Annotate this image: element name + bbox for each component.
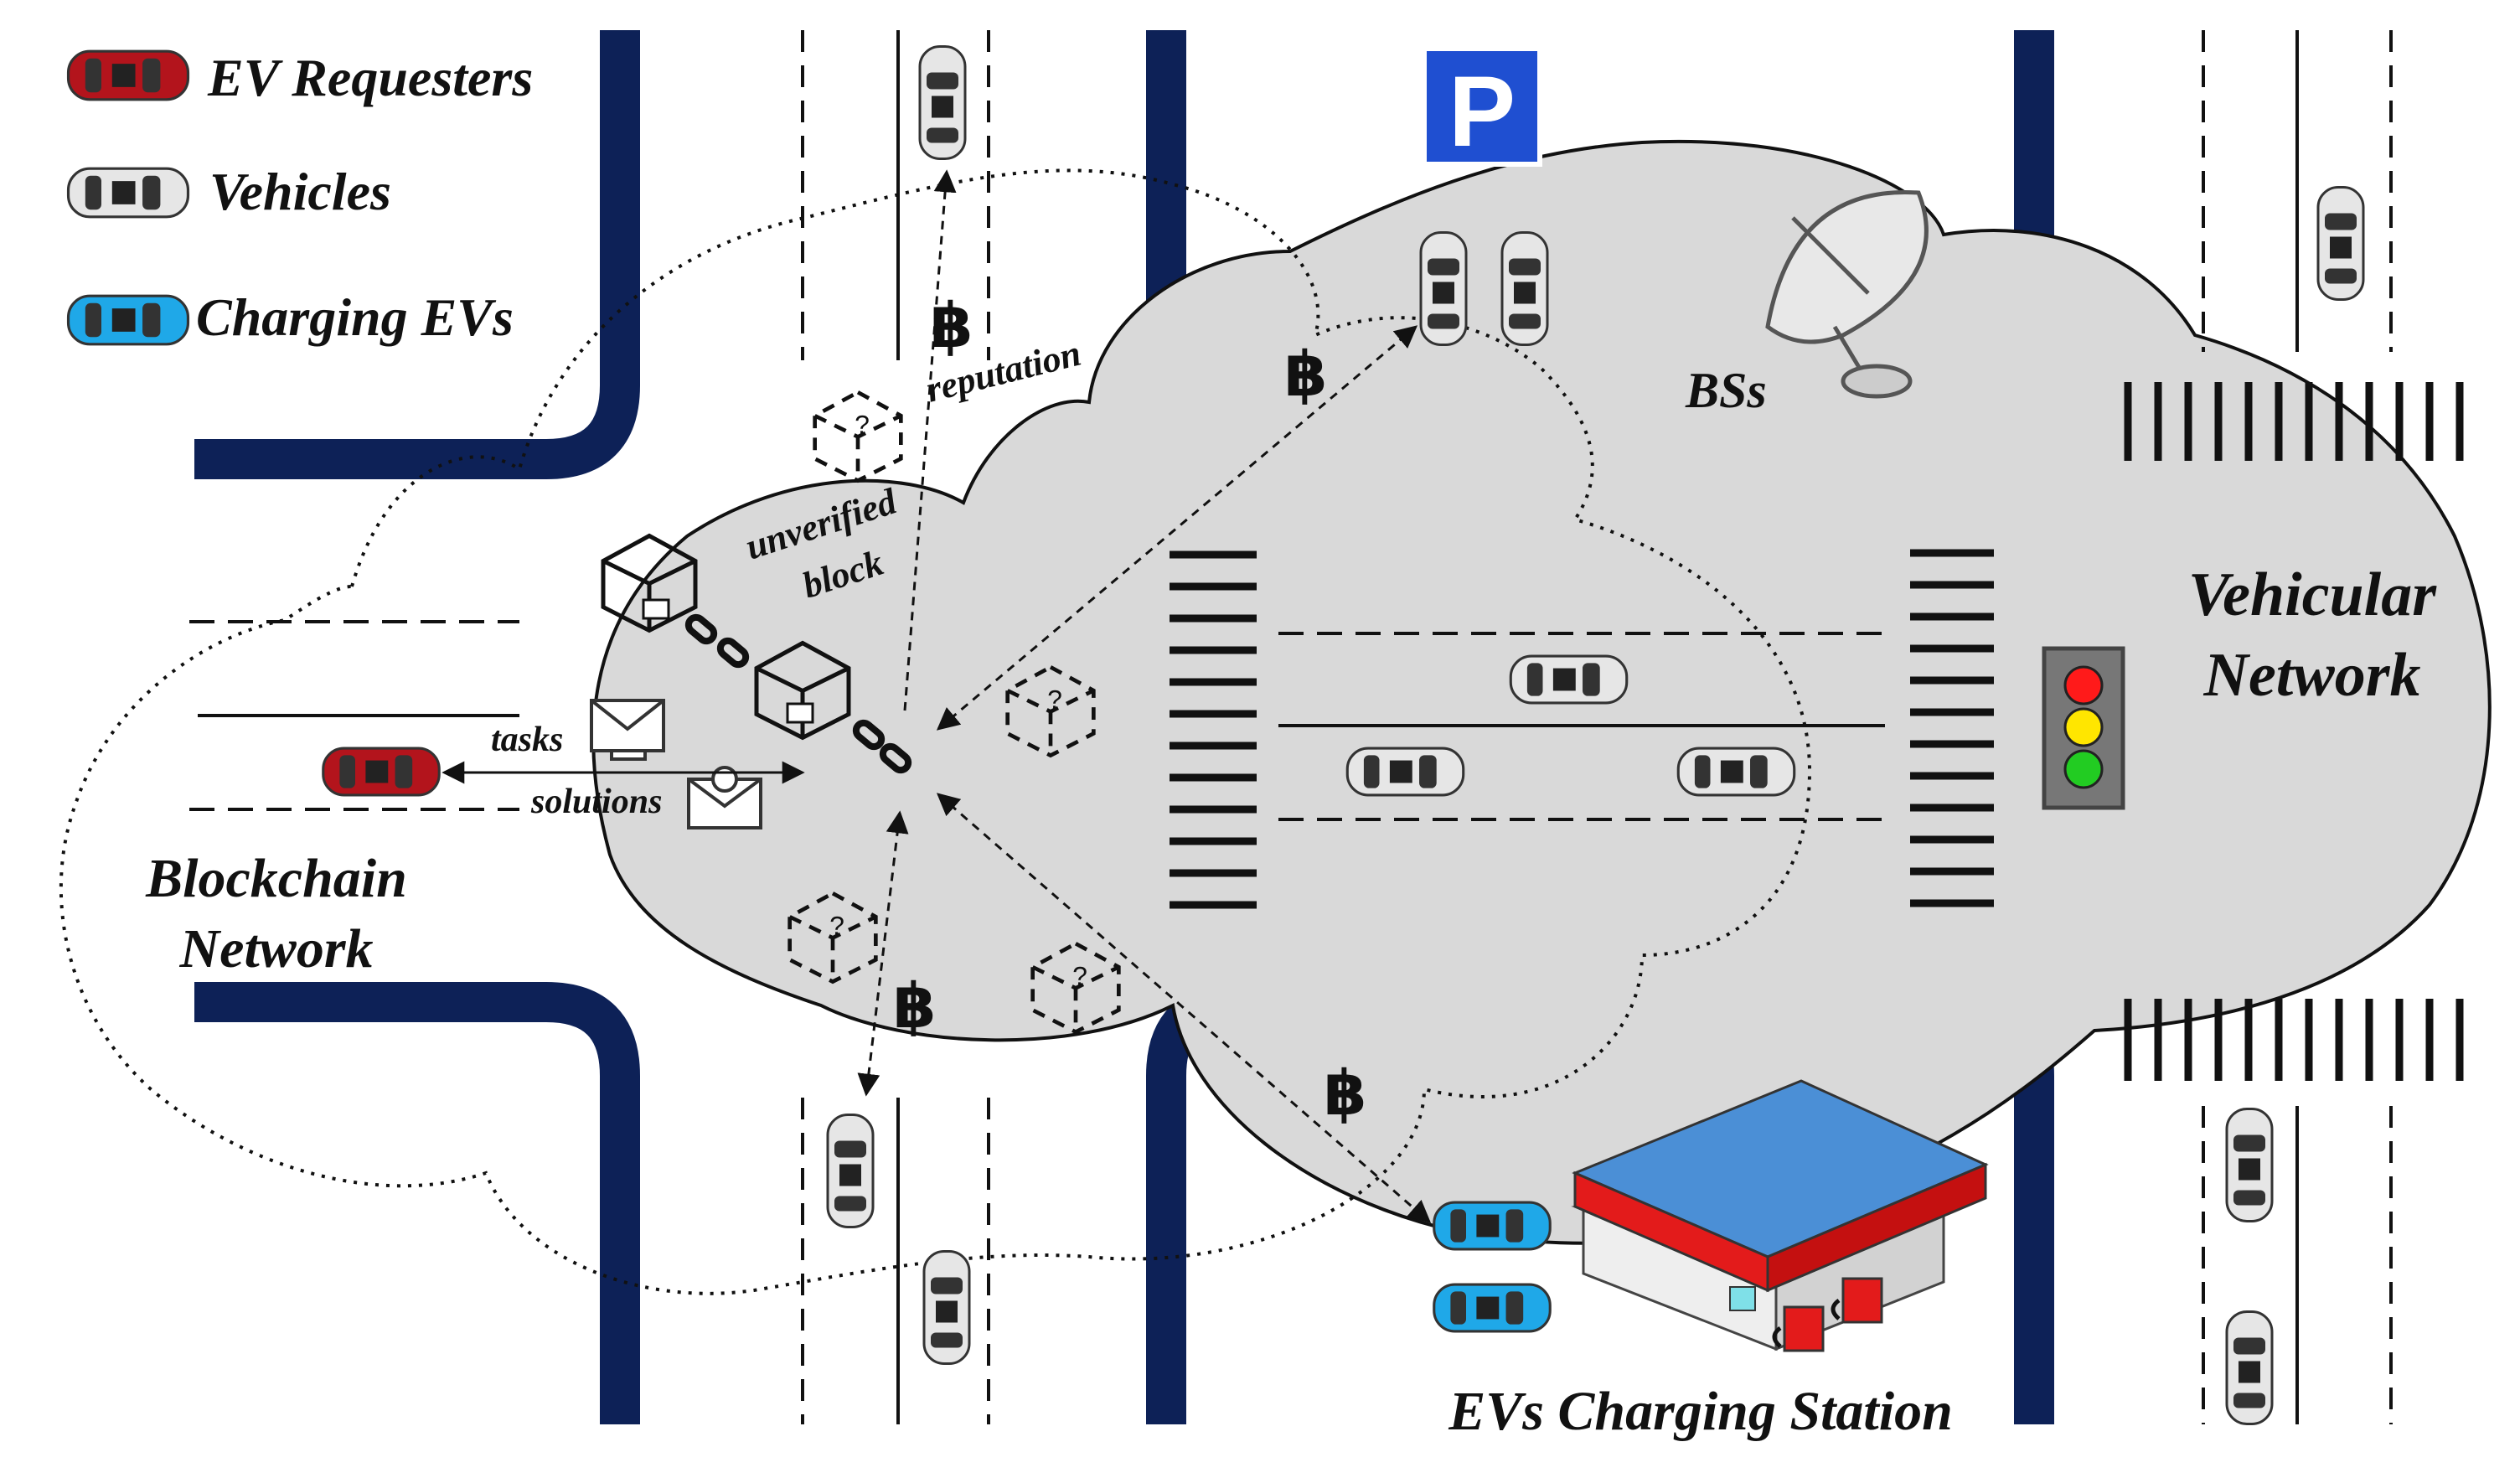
blockchain-network-label-line2: Network	[179, 918, 374, 979]
vehicle-car	[1500, 230, 1549, 347]
crosswalk-top-right	[2124, 382, 2464, 461]
blockchain-blocks	[603, 536, 912, 774]
bss-label: BSs	[1685, 363, 1767, 418]
crosswalk-right	[1910, 549, 1994, 907]
charging-ev-car	[1433, 1283, 1552, 1333]
legend-vehicle-icon	[66, 167, 190, 219]
blockchain-network-label-line1: Blockchain	[145, 848, 407, 909]
unverified-block-icon	[815, 392, 901, 480]
ev-requester-car	[322, 747, 441, 797]
vehicle-car	[2225, 1310, 2274, 1426]
satellite-dish-icon	[1765, 189, 1929, 399]
task-envelope-icon	[590, 699, 665, 761]
charging-station-label: EVs Charging Station	[1448, 1381, 1953, 1442]
vehicle-car	[2316, 185, 2365, 302]
vehicle-car	[1345, 747, 1465, 797]
vehicular-network-label-line2: Network	[2203, 641, 2421, 710]
vehicle-car	[922, 1249, 971, 1366]
tasks-label: tasks	[491, 721, 563, 759]
bitcoin-icon: ฿	[930, 290, 973, 362]
legend-vehicles-label: Vehicles	[209, 162, 391, 221]
charging-station-icon	[1571, 1079, 1989, 1352]
bitcoin-icons: ฿ ฿ ฿ ฿	[893, 290, 1367, 1129]
legend-ev-requesters-label: EV Requesters	[207, 48, 533, 107]
legend-charging-ev-icon	[66, 294, 190, 346]
vehicle-car	[826, 1113, 875, 1229]
legend-ev-requester-icon	[66, 49, 190, 101]
charging-ev-car	[1433, 1201, 1552, 1251]
vehicular-network-label-line1: Vehicular	[2188, 561, 2437, 629]
bitcoin-icon: ฿	[1284, 338, 1328, 411]
road-top-left	[194, 30, 640, 479]
vehicle-car	[1676, 747, 1796, 797]
road-bottom-left	[194, 982, 640, 1424]
vehicle-car	[1509, 654, 1629, 705]
crosswalk-bottom-right	[2124, 999, 2464, 1081]
parking-letter: P	[1448, 55, 1516, 168]
bitcoin-icon: ฿	[1324, 1057, 1367, 1129]
vehicle-car	[918, 44, 967, 161]
parking-sign: P	[1422, 46, 1542, 168]
vehicle-car	[1419, 230, 1468, 347]
interaction-arrows	[857, 169, 1432, 1223]
solutions-label: solutions	[530, 783, 662, 821]
bitcoin-icon: ฿	[893, 970, 937, 1042]
vehicle-car	[2225, 1107, 2274, 1223]
charging-evs	[1433, 1201, 1552, 1333]
legend-charging-evs-label: Charging EVs	[196, 287, 514, 347]
traffic-light-icon	[2042, 646, 2125, 810]
legend: EV Requesters Vehicles Charging EVs	[66, 48, 533, 347]
